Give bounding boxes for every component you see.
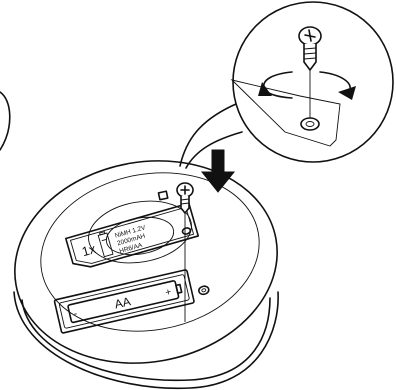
- previous-step-circle-edge: [0, 91, 11, 151]
- compartment-screw-hole: [198, 285, 210, 296]
- battery-minus-label: -: [73, 308, 79, 319]
- rotate-arrow-icon: [258, 71, 356, 100]
- battery-label: AA: [113, 294, 132, 311]
- battery-plus-label: +: [164, 287, 172, 299]
- device-body: [13, 160, 279, 390]
- cover-quantity: 1x: [80, 241, 98, 259]
- battery-compartment: - AA +: [53, 269, 210, 334]
- zoom-callout: [179, 1, 394, 169]
- cover-screw-hole: [181, 227, 192, 235]
- aa-battery: - AA +: [67, 280, 183, 324]
- cover-battery-icon: [97, 231, 114, 258]
- zoom-screw-icon: [298, 26, 322, 71]
- arrow-down-icon: [200, 149, 236, 193]
- indicator-slot: [157, 190, 169, 201]
- screw-icon: [176, 182, 194, 214]
- battery-cover: 1x NiMH 1.2V 2000mAH HR6/AA: [65, 202, 200, 268]
